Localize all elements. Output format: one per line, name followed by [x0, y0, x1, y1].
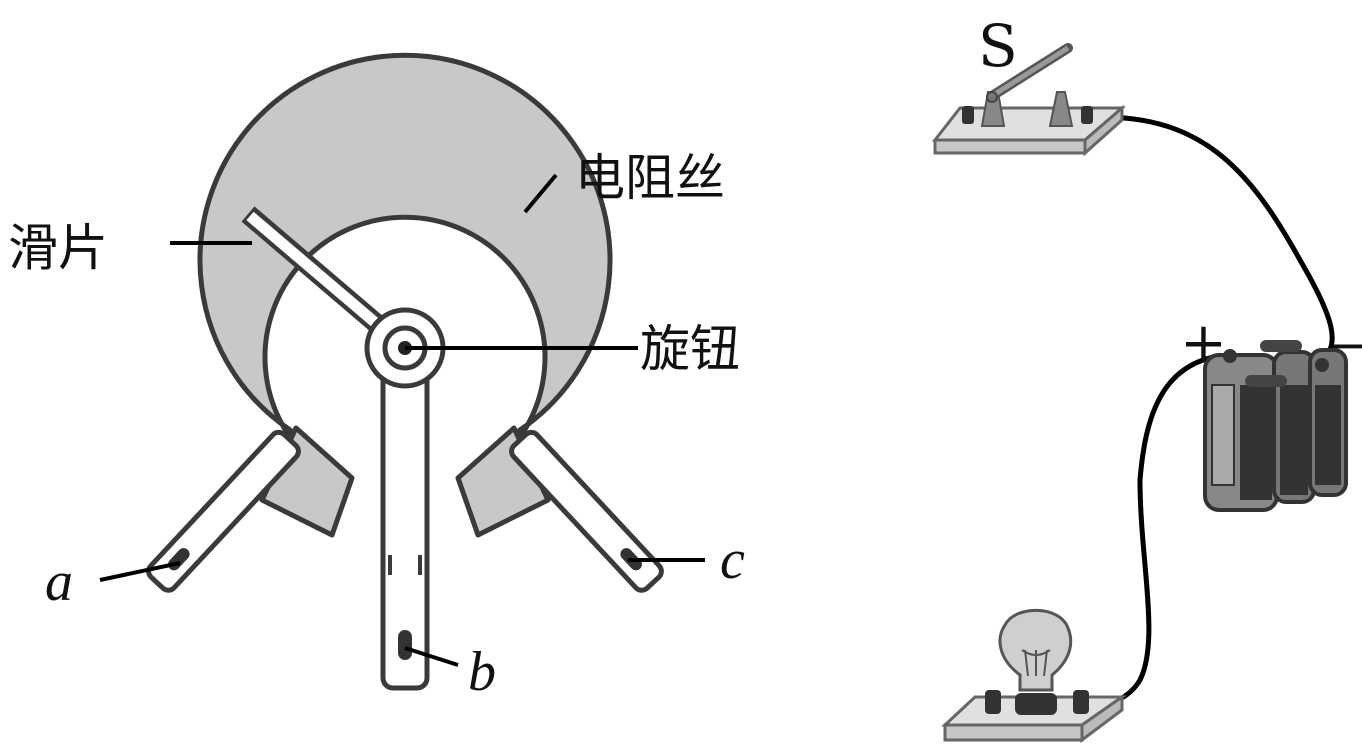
wire-switch-battery [1084, 114, 1335, 362]
label-battery-negative: − [1328, 316, 1362, 374]
label-switch: S [978, 12, 1018, 80]
label-knob: 旋钮 [640, 320, 740, 378]
potentiometer: 电阻丝 滑片 旋钮 a b c [8, 52, 745, 703]
label-terminal-a: a [45, 551, 73, 613]
terminal-leg-a [146, 429, 301, 593]
label-resistance-wire: 电阻丝 [575, 149, 725, 207]
terminal-leg-c [509, 429, 664, 593]
resistance-wire-ring [197, 52, 613, 473]
label-battery-positive: + [1180, 311, 1227, 376]
battery: + − [1180, 311, 1362, 512]
leader-b [404, 646, 459, 667]
leader-a [99, 561, 181, 582]
leader-resistance-wire [523, 173, 558, 214]
label-slider: 滑片 [8, 219, 108, 277]
terminal-leg-b [380, 347, 430, 691]
label-terminal-b: b [468, 641, 496, 703]
label-terminal-c: c [720, 529, 745, 591]
switch: S [931, 12, 1127, 157]
light-bulb [941, 608, 1127, 743]
